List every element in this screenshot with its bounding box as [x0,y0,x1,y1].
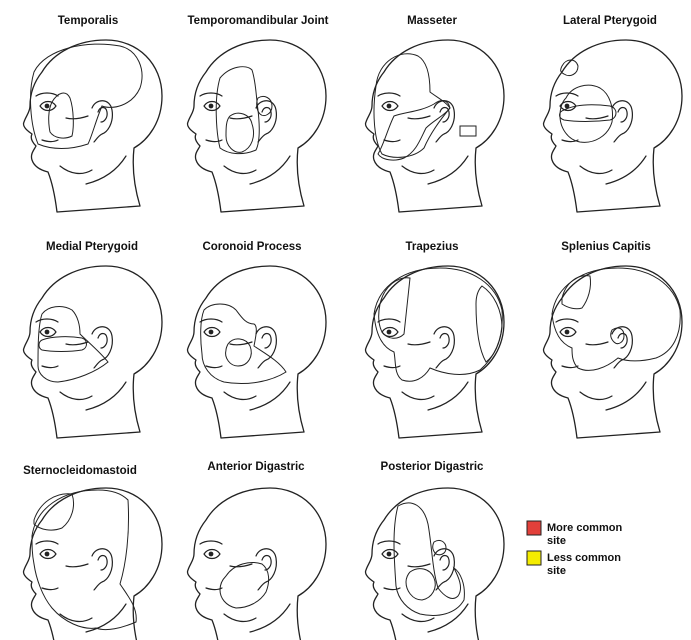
panel-trapezius: Trapezius [364,241,505,439]
more-common-zone [610,327,625,345]
panel-title: Sternocleidomastoid [23,465,137,477]
less-common-zone [560,59,579,77]
more-common-zone [33,493,75,531]
panel-title: Medial Pterygoid [46,241,138,253]
more-common-zone [38,336,87,352]
panel-lateral-pterygoid: Lateral Pterygoid [542,15,683,213]
panel-title: Posterior Digastric [381,461,484,473]
more-common-zone [377,100,451,161]
panel-tmj: Temporomandibular Joint [186,15,329,213]
panel-sternocleidomastoid: Sternocleidomastoid [22,465,163,640]
less-common-zone [37,306,109,383]
legend-item-more-common: More common site [526,520,622,547]
panel-medial-pterygoid: Medial Pterygoid [22,241,163,439]
panel-title: Splenius Capitis [561,241,650,253]
panel-posterior-digastric: Posterior Digastric [364,461,505,640]
panel-title: Anterior Digastric [207,461,305,473]
less-common-zone [551,267,681,371]
more-common-zone [432,539,447,556]
legend-label-line2: site [547,565,566,577]
less-common-zone [215,66,260,155]
panel-title: Masseter [407,15,457,27]
more-common-zone [561,275,591,310]
less-common-zone [30,43,143,149]
panel-coronoid-process: Coronoid Process [186,241,327,439]
panel-masseter: Masseter [364,15,505,213]
panel-title: Temporomandibular Joint [188,15,329,27]
legend-swatch-less-common [526,550,542,566]
more-common-zone [48,92,74,139]
less-common-zone [459,125,477,137]
legend-label-line1: More common [547,522,622,534]
legend-label-line1: Less common [547,552,621,564]
legend-item-less-common: Less common site [526,550,621,577]
legend-swatch-more-common [526,520,542,536]
panel-splenius-capitis: Splenius Capitis [542,241,683,439]
panel-temporalis: Temporalis [22,15,163,213]
panel-title: Temporalis [58,15,119,27]
panel-title: Lateral Pterygoid [563,15,657,27]
more-common-zone [225,338,252,367]
more-common-zone [378,277,411,339]
more-common-zone [475,285,503,363]
legend-label-line2: site [547,535,566,547]
less-common-zone [31,489,137,631]
panel-title: Coronoid Process [202,241,301,253]
legend: More common site Less common site [526,520,622,577]
less-common-zone [200,303,287,385]
more-common-zone [405,568,436,601]
more-common-zone [559,104,617,122]
less-common-zone [373,267,503,382]
panel-title: Trapezius [405,241,458,253]
panel-anterior-digastric: Anterior Digastric [186,461,327,640]
